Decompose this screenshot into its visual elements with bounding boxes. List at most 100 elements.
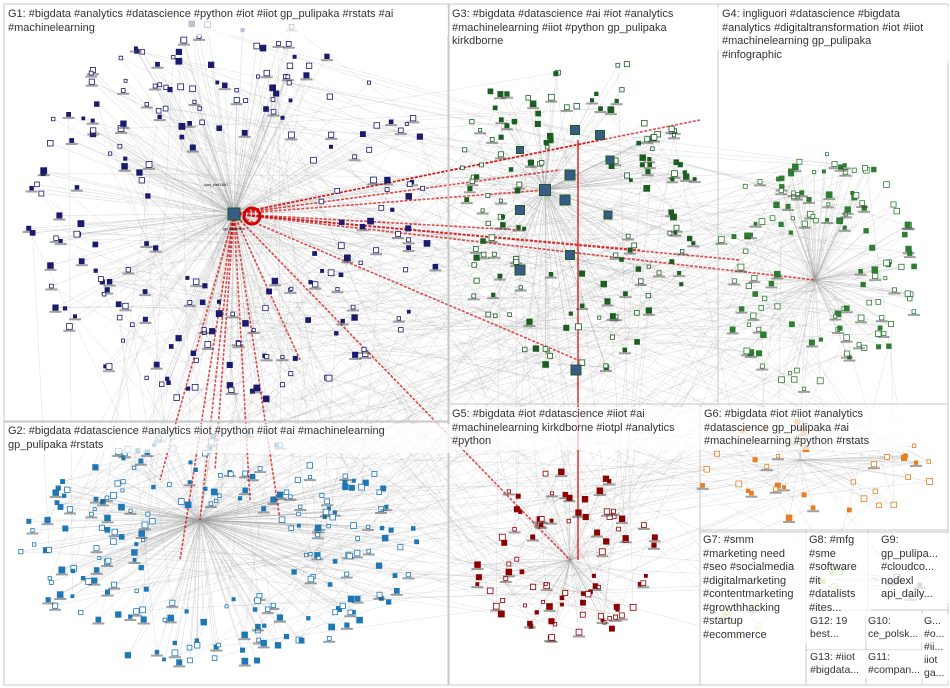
- node: [52, 602, 59, 609]
- node: [613, 614, 619, 620]
- node: [566, 494, 573, 501]
- node: [527, 159, 534, 166]
- node: [138, 530, 146, 537]
- node: [187, 299, 193, 305]
- node: [192, 278, 200, 286]
- edge: [62, 349, 625, 482]
- edge: [289, 82, 910, 299]
- node: [594, 91, 599, 96]
- edge: [476, 189, 546, 258]
- node: [327, 269, 335, 276]
- edge: [544, 189, 583, 363]
- node: [280, 115, 285, 120]
- edge: [190, 462, 201, 521]
- edge: [91, 72, 235, 215]
- node-label: [460, 202, 473, 205]
- node: [202, 283, 208, 289]
- edge: [544, 188, 647, 191]
- node-label: [559, 497, 572, 500]
- node: [553, 71, 559, 77]
- edge: [180, 86, 235, 215]
- node: [179, 134, 185, 140]
- edge: [356, 259, 517, 554]
- edge: [814, 170, 855, 281]
- node: [129, 322, 135, 327]
- node: [115, 611, 122, 618]
- edge: [56, 213, 235, 239]
- edge: [331, 134, 595, 576]
- node: [312, 251, 318, 256]
- node: [615, 62, 621, 68]
- edge: [814, 269, 875, 281]
- edge: [233, 76, 289, 215]
- node: [550, 491, 555, 496]
- node-label: [323, 640, 336, 643]
- edge: [173, 57, 235, 215]
- node: [498, 117, 504, 123]
- edge: [49, 100, 237, 579]
- node-label: [789, 170, 802, 173]
- node-label: [124, 619, 137, 621]
- node-label: [69, 318, 81, 321]
- node: [603, 538, 610, 545]
- node-label: [486, 141, 499, 144]
- node-label: [134, 463, 147, 466]
- node: [180, 36, 188, 44]
- edge: [256, 45, 755, 608]
- node-label: [218, 88, 231, 91]
- node: [138, 458, 144, 464]
- node: [169, 599, 176, 606]
- node: [598, 106, 603, 111]
- node: [500, 214, 505, 219]
- node: [614, 98, 619, 104]
- node: [405, 572, 411, 578]
- edge: [814, 266, 902, 281]
- hub-edge: [233, 213, 741, 261]
- node: [618, 515, 626, 522]
- node: [487, 88, 494, 95]
- node: [542, 470, 549, 477]
- edge: [544, 178, 695, 191]
- edge: [94, 519, 201, 581]
- node: [498, 533, 506, 541]
- edge: [199, 519, 392, 531]
- node: [66, 506, 74, 513]
- edge: [178, 61, 546, 365]
- node: [480, 208, 485, 213]
- edge: [108, 213, 235, 367]
- node-label: [604, 113, 617, 116]
- node-label: [834, 169, 847, 172]
- edge: [189, 213, 235, 303]
- node: [380, 485, 387, 492]
- node-label: [747, 319, 760, 321]
- edge: [233, 213, 316, 285]
- edge: [544, 158, 650, 191]
- edge: [789, 279, 816, 374]
- node: [110, 492, 117, 499]
- node-label: [688, 181, 701, 184]
- node: [123, 78, 128, 83]
- node: [581, 591, 586, 596]
- node: [473, 277, 480, 284]
- edge: [814, 279, 838, 330]
- node: [308, 280, 313, 285]
- node-label: [744, 356, 757, 358]
- edge: [123, 123, 551, 638]
- edge: [363, 349, 607, 368]
- edge: [233, 213, 276, 282]
- node-label: [373, 597, 386, 600]
- node: [255, 74, 261, 79]
- node: [217, 493, 222, 498]
- node-label: [854, 273, 867, 276]
- edge: [569, 537, 655, 561]
- edge: [532, 162, 677, 537]
- edge: [118, 135, 675, 452]
- node: [680, 249, 685, 254]
- edge: [748, 459, 801, 492]
- node: [547, 132, 554, 140]
- edge: [120, 57, 235, 215]
- node: [105, 557, 112, 564]
- node-label: [103, 370, 115, 373]
- node: [575, 323, 582, 331]
- node: [397, 544, 404, 551]
